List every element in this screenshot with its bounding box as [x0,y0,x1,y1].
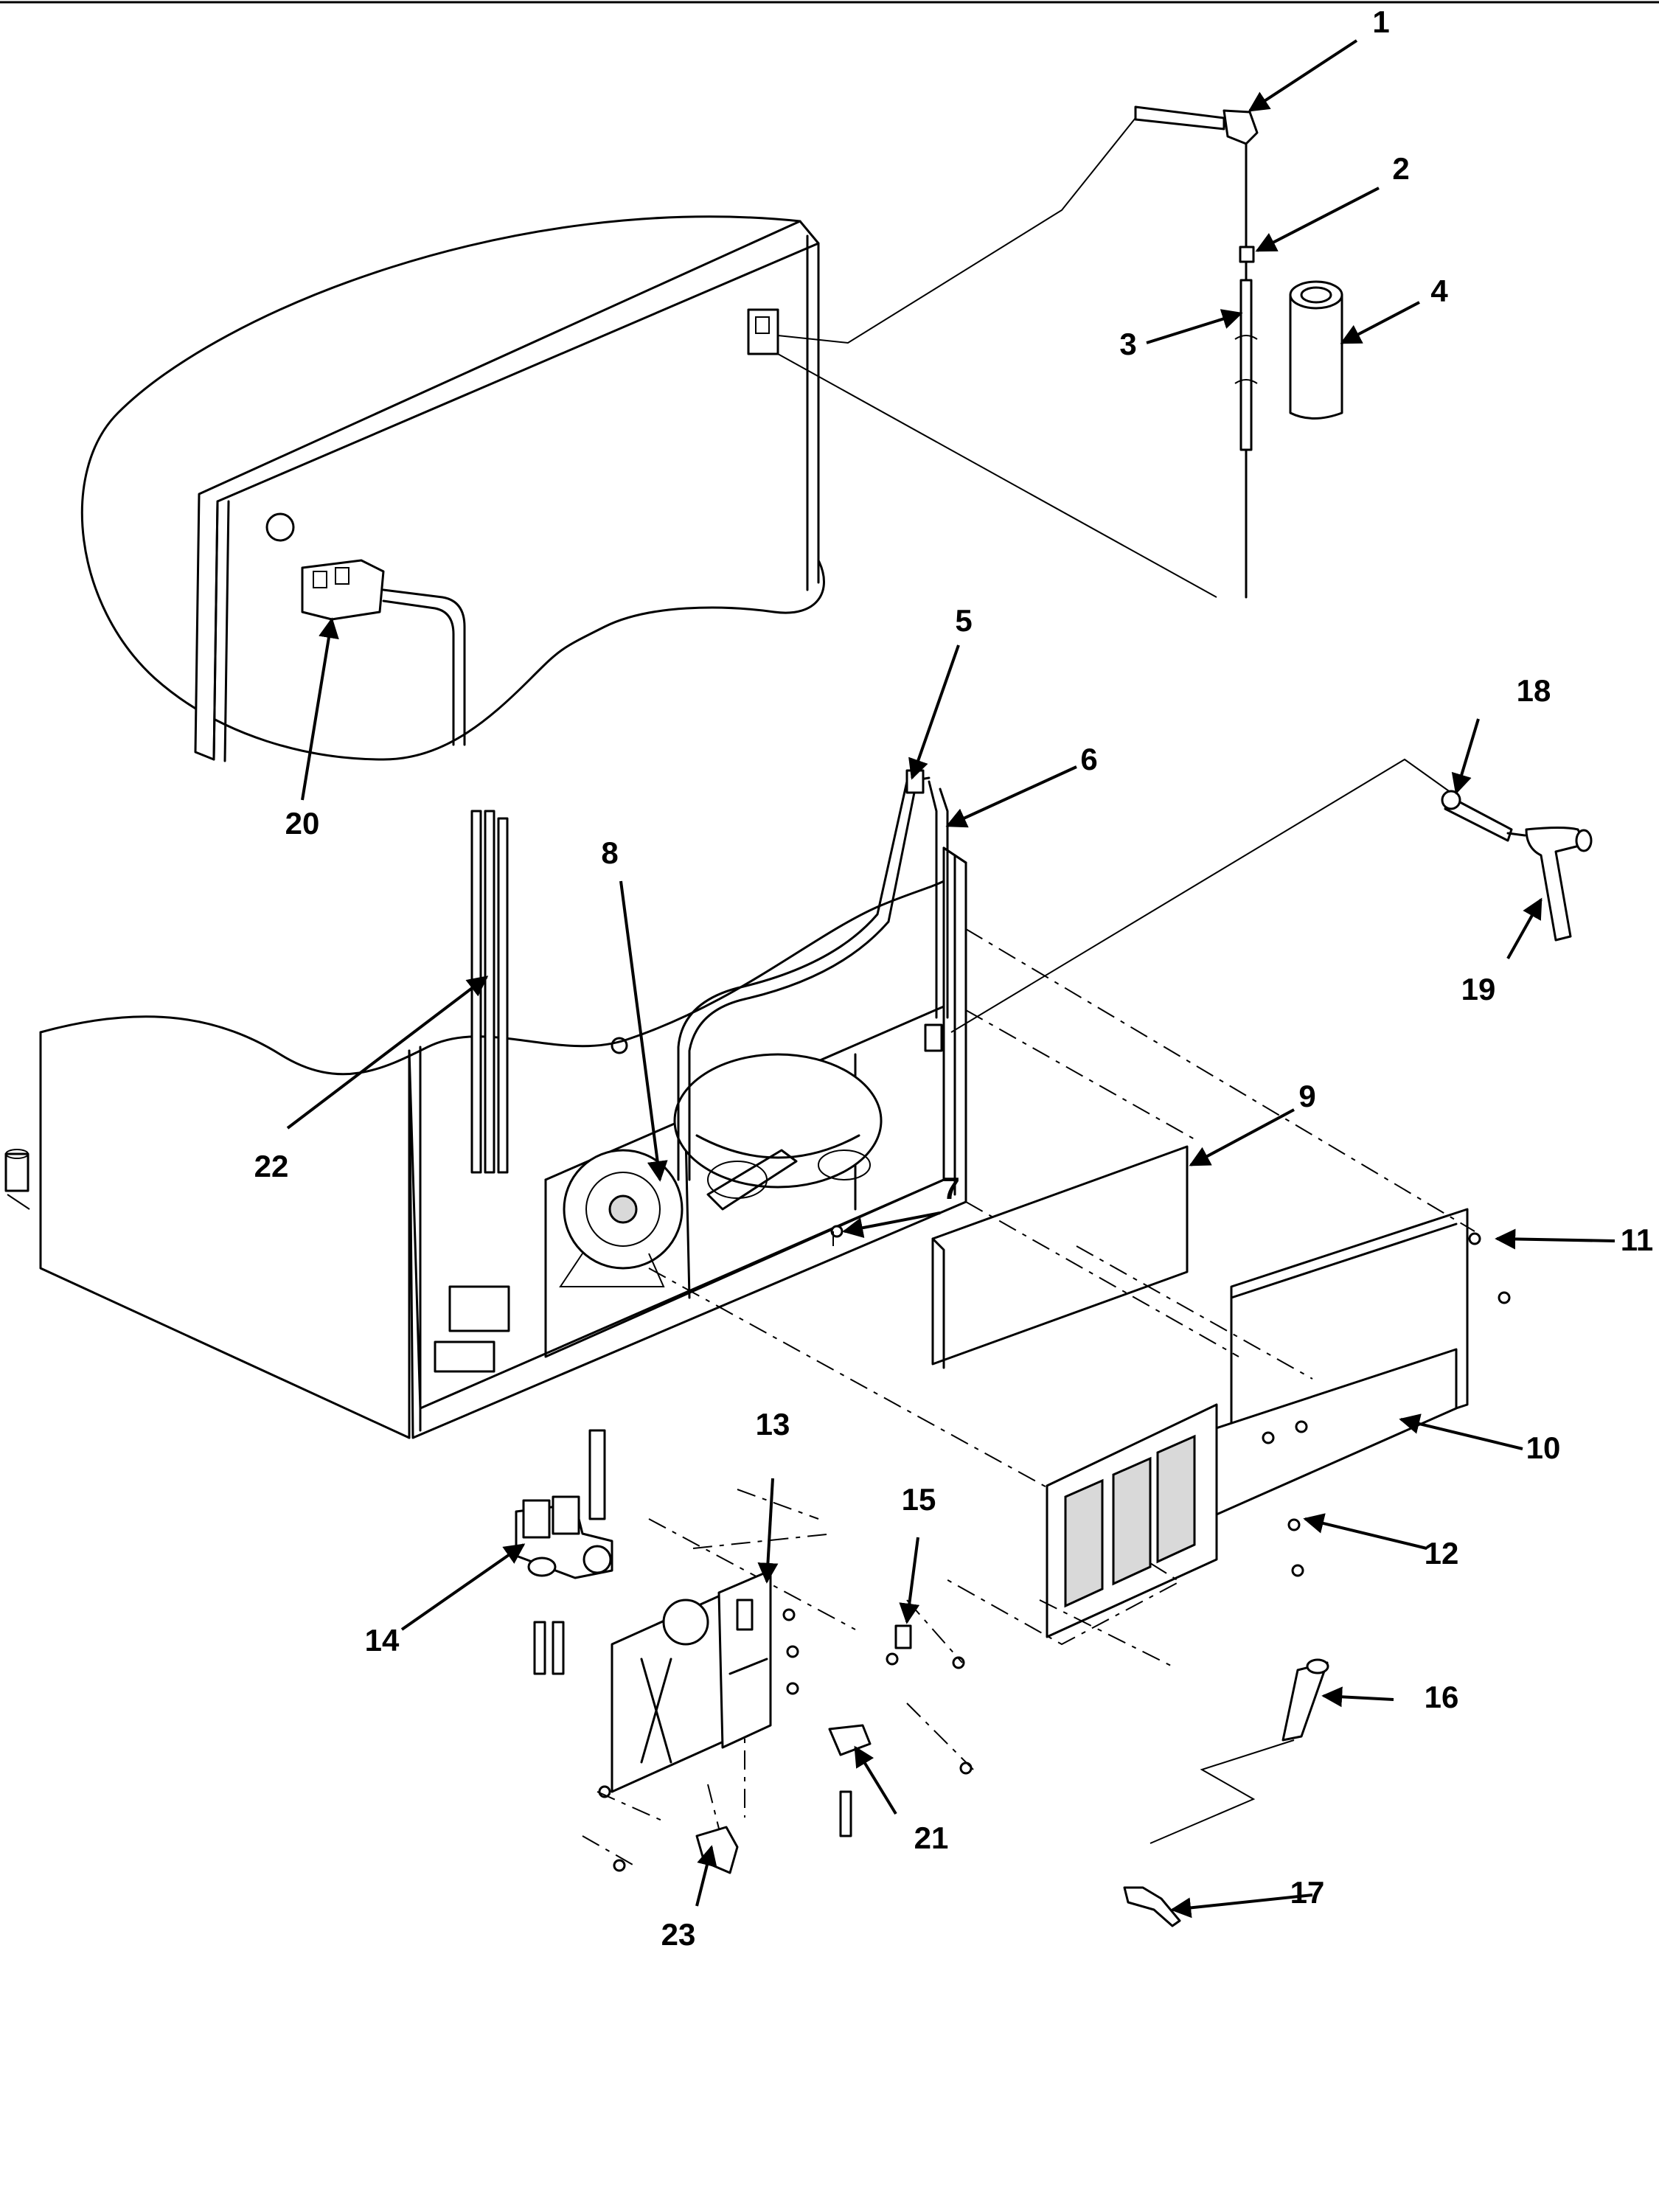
assembly-lines [582,928,1475,1866]
part-label-9: 9 [1298,1079,1315,1113]
part-label-17: 17 [1290,1875,1325,1910]
part-label-5: 5 [955,603,972,638]
fitting-part-15 [894,1624,912,1649]
part-label-8: 8 [601,835,618,870]
part-label-1: 1 [1372,4,1389,39]
part-number-labels: 1 2 3 4 5 6 7 8 9 10 11 12 13 14 15 16 1… [254,4,1654,1952]
part-label-19: 19 [1461,972,1496,1006]
parts-16-17 [1123,1658,1329,1927]
panel-part-9 [931,1145,1189,1369]
part-label-20: 20 [285,806,320,841]
part-label-22: 22 [254,1149,289,1183]
part-label-3: 3 [1119,327,1136,361]
part-label-13: 13 [756,1407,790,1441]
part-label-10: 10 [1526,1430,1561,1465]
part-label-21: 21 [914,1820,949,1855]
rod-assembly [1134,105,1259,599]
part-label-11: 11 [1621,1222,1653,1257]
part-label-12: 12 [1425,1536,1459,1571]
clip-part-23 [695,1826,739,1874]
part-label-6: 6 [1080,742,1097,776]
leader-arrows [286,39,1615,1919]
part-label-2: 2 [1392,151,1409,186]
grille-part-12 [1046,1403,1218,1638]
part-label-7: 7 [942,1171,959,1206]
bracket-part-13 [611,1569,772,1793]
screws [598,1225,1511,1872]
part-label-14: 14 [365,1623,400,1658]
part-label-18: 18 [1517,673,1551,708]
part-label-23: 23 [661,1917,696,1952]
part-label-16: 16 [1425,1680,1459,1714]
part-label-4: 4 [1430,274,1448,308]
cover-part-10 [1197,1208,1469,1524]
clip-part-21 [828,1724,872,1837]
part-label-15: 15 [902,1482,936,1517]
hose-parts-18-19 [1441,790,1593,942]
tube-part-4 [1289,280,1343,420]
upper-cabinet-cutaway [80,117,1217,762]
grille-slots [1064,1434,1196,1608]
valve-part-14 [515,1429,613,1675]
